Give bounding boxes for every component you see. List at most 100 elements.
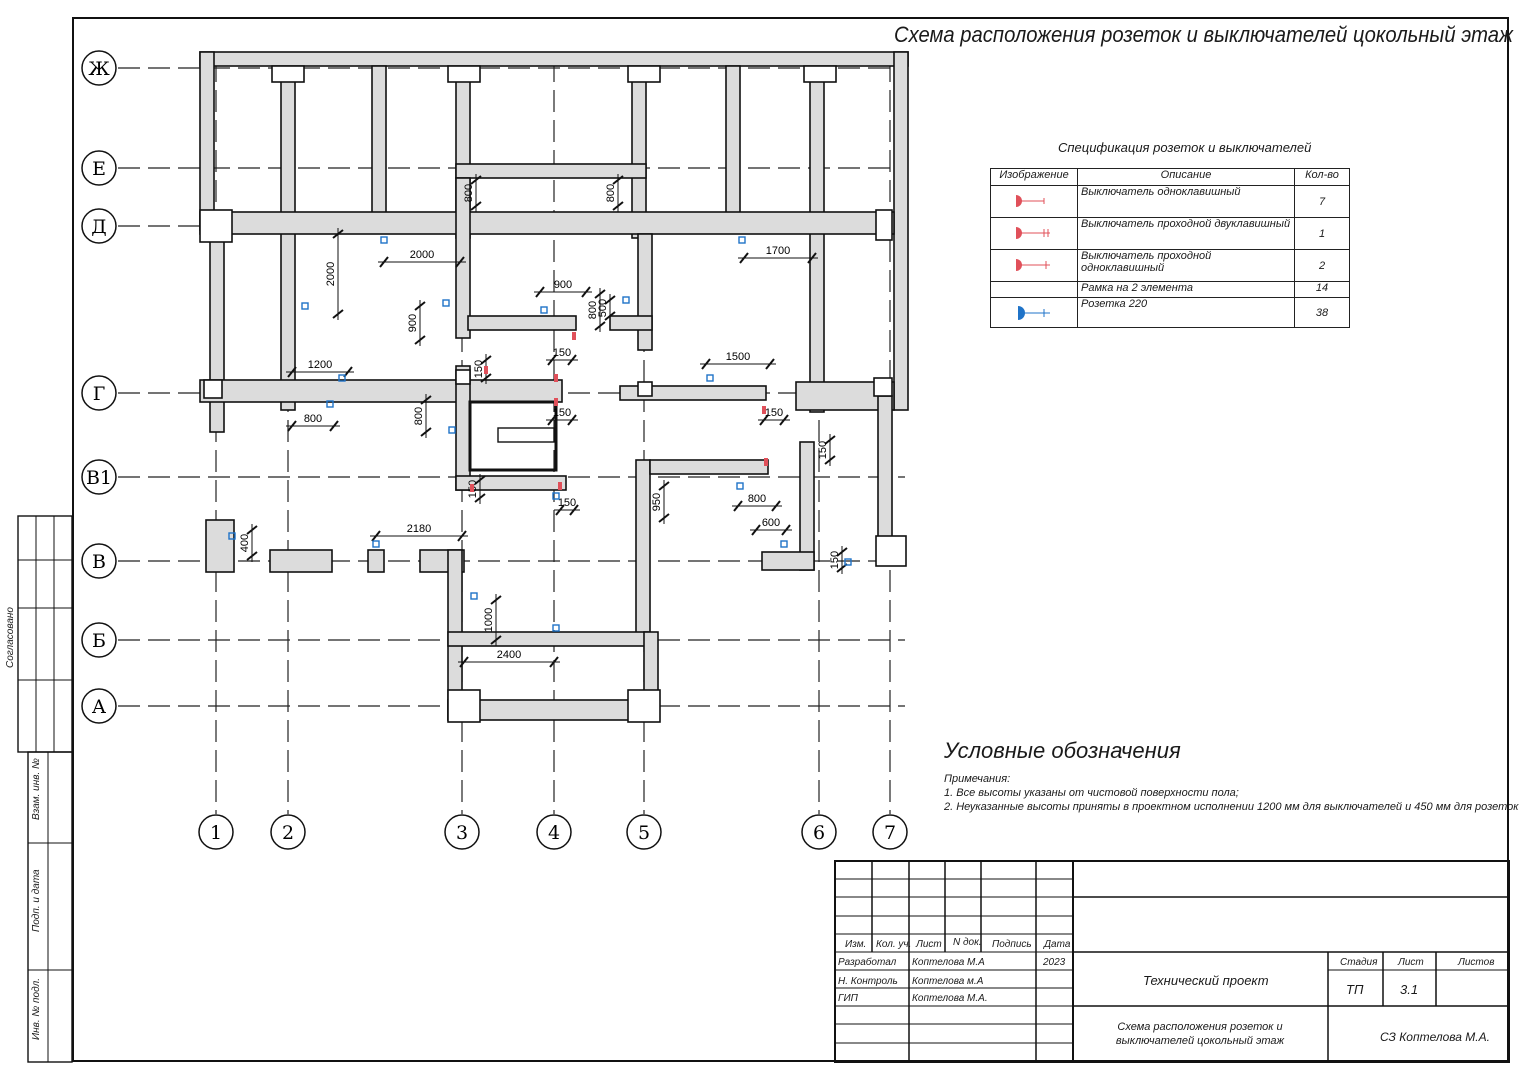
dimension-label: 150 <box>558 497 576 509</box>
dimension-tick <box>658 481 670 491</box>
dimension-tick <box>470 175 482 185</box>
grid-col-bubble <box>872 814 908 850</box>
dimension-label: 900 <box>407 314 419 332</box>
column <box>875 535 907 567</box>
column <box>203 379 223 399</box>
electrical-points <box>228 236 852 632</box>
switch-icon <box>554 398 558 406</box>
wall <box>809 67 825 413</box>
dimension-tick <box>604 311 616 321</box>
grid-col-label: 2 <box>282 822 294 844</box>
wall <box>609 315 653 331</box>
stair-core <box>497 427 555 443</box>
wall <box>455 475 567 491</box>
switch-icon <box>558 482 562 490</box>
tb-sheet: 3.1 <box>1400 982 1419 997</box>
spec-desc: Выключатель одноклавишный <box>1077 185 1295 218</box>
dimension-tick <box>604 295 616 305</box>
grid-row-bubble <box>81 543 117 579</box>
wall <box>635 459 651 641</box>
tb-col-izm: Изм. <box>845 939 867 950</box>
wall <box>761 551 815 571</box>
wall <box>199 51 215 231</box>
tb-col-kol: Кол. уч. <box>876 939 912 950</box>
spec-desc: Розетка 220 <box>1077 297 1295 328</box>
tb-role-2: Н. Контроль <box>838 976 898 987</box>
dimension-label: 2180 <box>407 523 431 535</box>
tb-org: СЗ Коптелова М.А. <box>1380 1030 1490 1044</box>
spec-header-qty: Кол-во <box>1294 168 1350 186</box>
switch-icon <box>470 484 474 492</box>
grid-col-bubble <box>626 814 662 850</box>
spec-desc: Выключатель проходной одноклавишный <box>1077 249 1295 282</box>
dimension-tick <box>567 354 577 366</box>
dimension-label: 150 <box>765 407 783 419</box>
dimension-tick <box>287 420 297 432</box>
dimension-tick <box>474 475 486 485</box>
dimension-tick <box>569 504 579 516</box>
dimension-tick <box>470 201 482 211</box>
dimension-label: 150 <box>553 407 571 419</box>
spec-qty: 7 <box>1294 185 1350 218</box>
column <box>447 65 481 83</box>
dimension-tick <box>739 252 749 264</box>
inv-orig-label: Инв. № подл. <box>31 977 42 1040</box>
tb-year: 2023 <box>1043 957 1066 968</box>
grid-row-bubble <box>81 150 117 186</box>
socket-icon <box>372 540 380 548</box>
grid-col-label: 3 <box>456 822 468 844</box>
dimension-tick <box>480 373 492 383</box>
socket-icon <box>380 236 388 244</box>
notes: Примечания: 1. Все высоты указаны от чис… <box>944 772 1519 814</box>
socket-icon <box>326 400 334 408</box>
dimension-tick <box>287 366 297 378</box>
dimension-label: 150 <box>553 347 571 359</box>
dimension-label: 1700 <box>766 245 790 257</box>
switch-icon <box>554 374 558 382</box>
dimension-label: 800 <box>587 301 599 319</box>
column <box>875 209 893 241</box>
spec-table: Изображение Описание Кол-во Выключатель … <box>990 168 1350 328</box>
note-2: 2. Неуказанные высоты приняты в проектно… <box>944 801 1519 813</box>
dimension-tick <box>459 656 469 668</box>
dimension-label: 150 <box>829 551 841 569</box>
wall <box>447 631 649 647</box>
dimension-tick <box>701 358 711 370</box>
wall <box>619 385 767 401</box>
dimension-tick <box>329 420 339 432</box>
column <box>627 689 661 723</box>
grid-row-bubble <box>81 208 117 244</box>
wall <box>649 459 769 475</box>
tb-sheets-label: Листов <box>1458 957 1495 968</box>
tb-col-sign: Подпись <box>992 939 1032 950</box>
dimension-tick <box>733 500 743 512</box>
switch-icon <box>762 406 766 414</box>
grid-col-label: 4 <box>548 822 560 844</box>
column <box>455 369 471 385</box>
double-pass-switch-icon <box>990 217 1078 250</box>
column <box>627 65 661 83</box>
dimension-tick <box>781 524 791 536</box>
tb-sheet-label: Лист <box>1398 957 1424 968</box>
dimension-tick <box>547 414 557 426</box>
wall <box>371 65 387 217</box>
dimension-tick <box>246 525 258 535</box>
dimension-label: 2000 <box>410 249 434 261</box>
dimension-tick <box>779 414 789 426</box>
dimension-tick <box>581 286 591 298</box>
walls <box>199 51 909 723</box>
dimension-label: 150 <box>817 441 829 459</box>
dimension-tick <box>555 504 565 516</box>
dimension-tick <box>807 252 817 264</box>
single-switch-icon <box>990 185 1078 218</box>
wall <box>637 233 653 351</box>
socket-icon <box>552 624 560 632</box>
dimension-label: 800 <box>748 493 766 505</box>
socket-icon <box>301 302 309 310</box>
drawing-frame <box>72 17 1509 1062</box>
dimension-label: 1000 <box>483 608 495 632</box>
socket-icon <box>738 236 746 244</box>
dimension-label: 1200 <box>308 359 332 371</box>
dimension-tick <box>420 395 432 405</box>
dimension-tick <box>594 321 606 331</box>
